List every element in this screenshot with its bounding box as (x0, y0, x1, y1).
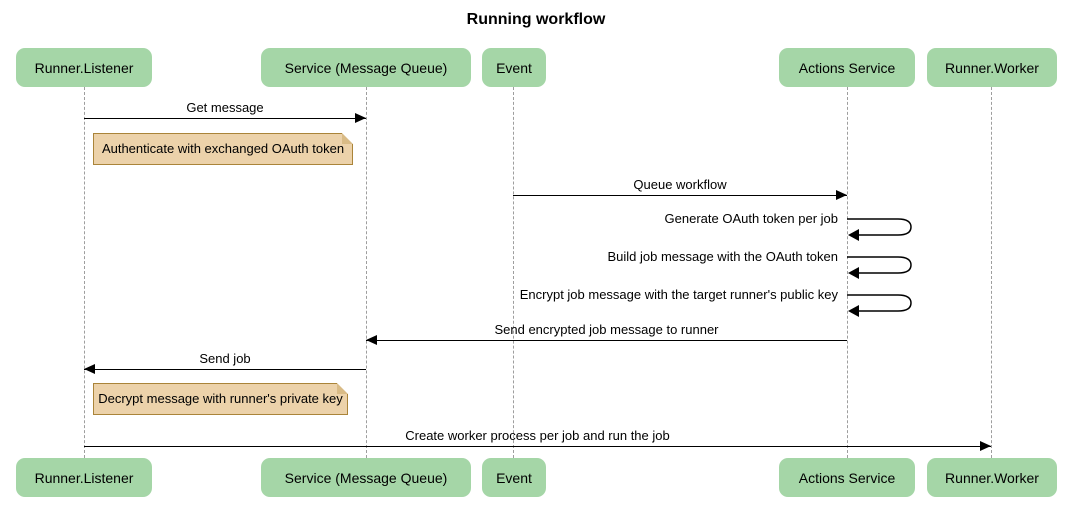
message-line (84, 118, 366, 119)
note-label: Authenticate with exchanged OAuth token (101, 141, 345, 156)
actor-service-message-queue-top: Service (Message Queue) (261, 48, 471, 87)
message-label: Create worker process per job and run th… (405, 428, 670, 443)
actor-label: Runner.Worker (945, 469, 1039, 486)
lifeline-actions-service (847, 87, 848, 458)
actor-runner-worker-bottom: Runner.Worker (927, 458, 1057, 497)
actor-event-top: Event (482, 48, 546, 87)
message-label: Get message (186, 100, 264, 115)
actor-runner-listener-bottom: Runner.Listener (16, 458, 152, 497)
arrow-right-icon (836, 190, 847, 200)
actor-runner-worker-top: Runner.Worker (927, 48, 1057, 87)
actor-label: Event (496, 469, 532, 486)
message-label: Queue workflow (633, 177, 727, 192)
arrow-left-icon (366, 335, 377, 345)
diagram-title: Running workflow (466, 11, 606, 28)
message-send-job: Send job (84, 351, 366, 374)
note-label: Decrypt message with runner's private ke… (98, 391, 343, 406)
actor-service-message-queue-bottom: Service (Message Queue) (261, 458, 471, 497)
actor-runner-listener-top: Runner.Listener (16, 48, 152, 87)
self-loop-arrow-icon (847, 218, 912, 241)
actor-label: Event (496, 59, 532, 76)
note-authenticate-oauth: Authenticate with exchanged OAuth token (93, 133, 353, 165)
message-label: Send encrypted job message to runner (494, 322, 719, 337)
message-queue-workflow: Queue workflow (513, 177, 847, 200)
lifeline-runner-listener (84, 87, 85, 458)
lifeline-runner-worker (991, 87, 992, 458)
actor-label: Runner.Listener (34, 469, 134, 486)
actor-label: Runner.Listener (34, 59, 134, 76)
self-loop-arrow-icon (847, 294, 912, 317)
lifeline-event (513, 87, 514, 458)
message-line (366, 340, 847, 341)
actor-actions-service-bottom: Actions Service (779, 458, 915, 497)
message-send-encrypted-job: Send encrypted job message to runner (366, 322, 847, 345)
actor-label: Service (Message Queue) (284, 469, 448, 486)
actor-label: Actions Service (798, 59, 896, 76)
message-get-message: Get message (84, 100, 366, 123)
actor-label: Runner.Worker (945, 59, 1039, 76)
actor-event-bottom: Event (482, 458, 546, 497)
self-loop-arrow-icon (847, 256, 912, 279)
message-create-worker: Create worker process per job and run th… (84, 428, 991, 451)
message-label: Send job (199, 351, 251, 366)
actor-label: Service (Message Queue) (284, 59, 448, 76)
arrow-right-icon (980, 441, 991, 451)
arrow-right-icon (355, 113, 366, 123)
message-line (84, 446, 991, 447)
self-message-encrypt-job-label: Encrypt job message with the target runn… (519, 287, 838, 302)
message-line (84, 369, 366, 370)
self-message-build-job-label: Build job message with the OAuth token (607, 249, 838, 264)
arrow-left-icon (84, 364, 95, 374)
actor-actions-service-top: Actions Service (779, 48, 915, 87)
actor-label: Actions Service (798, 469, 896, 486)
self-message-generate-oauth-label: Generate OAuth token per job (664, 211, 838, 226)
note-decrypt-message: Decrypt message with runner's private ke… (93, 383, 348, 415)
message-line (513, 195, 847, 196)
lifeline-service-message-queue (366, 87, 367, 458)
